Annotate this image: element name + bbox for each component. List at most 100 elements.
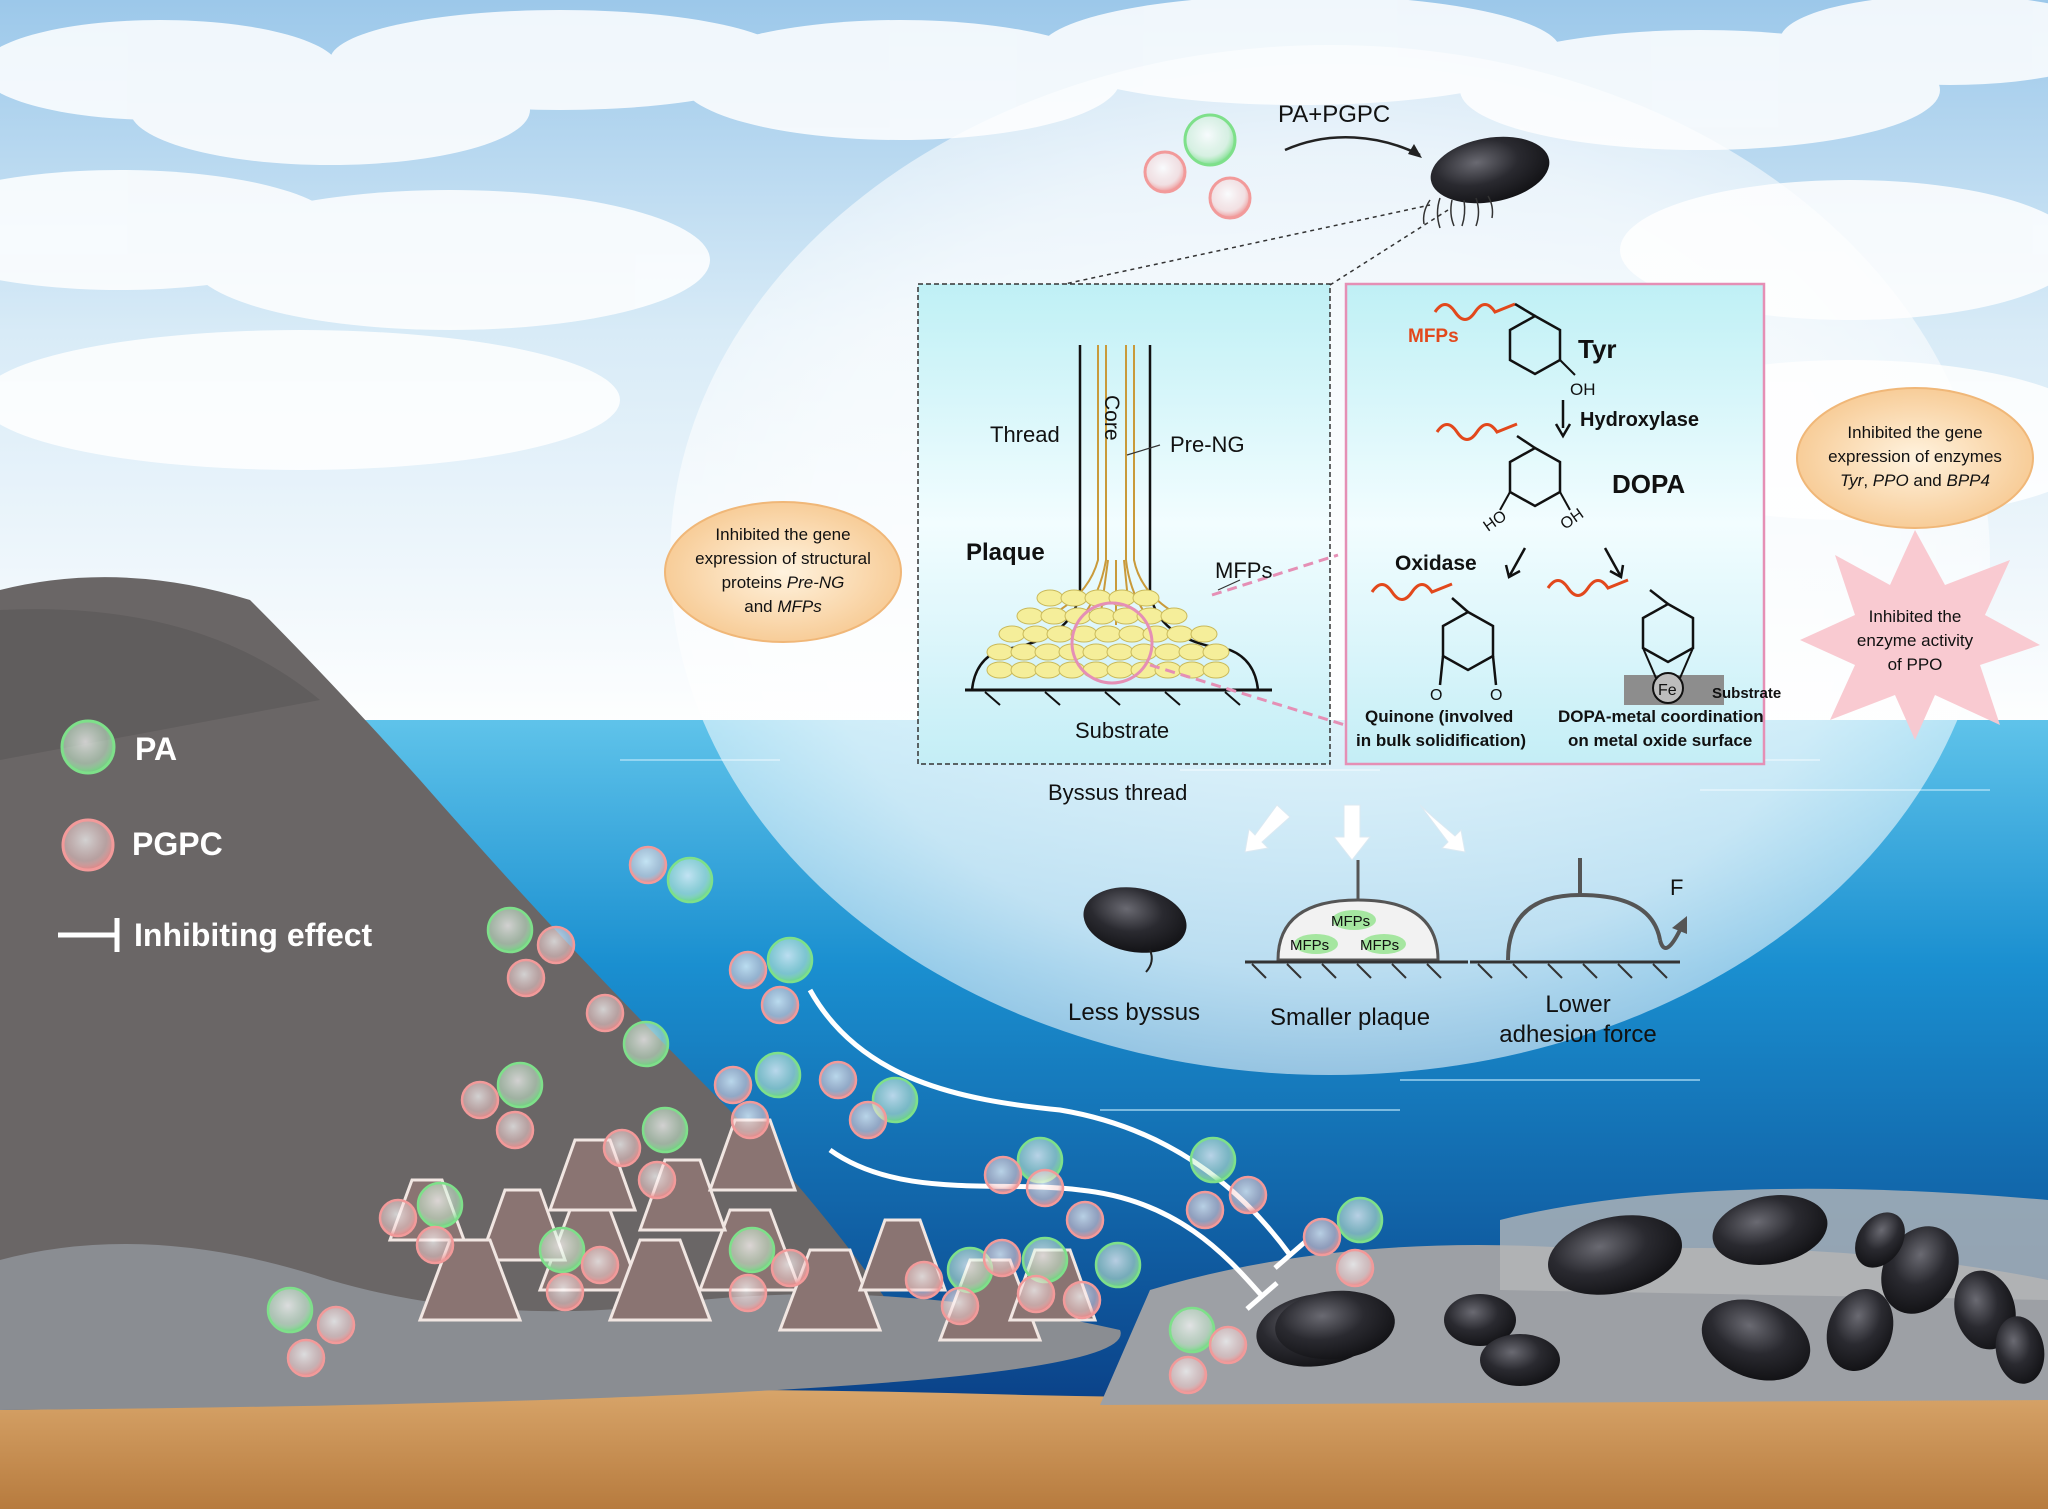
pgpc-bubble	[730, 1100, 770, 1140]
plaque-granule	[1202, 643, 1230, 661]
pa-bubble	[1094, 1241, 1142, 1289]
pgpc-bubble	[728, 950, 768, 990]
byssus-panel: Thread Core Pre-NG Plaque MFPs Substrate…	[917, 283, 1346, 805]
fe-atom	[1652, 672, 1684, 704]
plaque-granule	[1106, 643, 1134, 661]
plaque-granule	[1034, 643, 1062, 661]
pgpc-bubble	[1208, 176, 1252, 220]
plaque-mfps-label: MFPs	[1360, 937, 1399, 954]
pgpc-bubble	[585, 993, 625, 1033]
plaque-granule	[1166, 625, 1194, 643]
sand	[0, 1389, 2048, 1509]
pgpc-bubble	[1016, 1274, 1056, 1314]
tyr-label: Tyr	[1578, 334, 1617, 364]
pgpc-bubble	[770, 1248, 810, 1288]
substrate-label: Substrate	[1075, 718, 1169, 743]
pa-bubble	[496, 1061, 544, 1109]
mfps-label: MFPs	[1215, 558, 1272, 583]
pa-bubble	[538, 1226, 586, 1274]
plaque-mfps-label: MFPs	[1331, 913, 1370, 930]
adhesion-dome	[1506, 892, 1662, 961]
pgpc-bubble	[1185, 1190, 1225, 1230]
plaque-granule	[1118, 625, 1146, 643]
oh-label: OH	[1570, 380, 1596, 399]
pa-bubble	[1021, 1236, 1069, 1284]
pgpc-bubble	[545, 1272, 585, 1312]
pa-bubble	[1168, 1306, 1216, 1354]
plaque-granule	[1040, 607, 1068, 625]
plaque-granule	[1142, 625, 1170, 643]
mfps-chain-label: MFPs	[1408, 326, 1459, 347]
pgpc-bubble	[728, 1273, 768, 1313]
plaque-mfps-label: MFPs	[1290, 937, 1329, 954]
mussel-icon	[1430, 136, 1550, 204]
pgpc-bubble	[460, 1080, 500, 1120]
pa-bubble	[641, 1106, 689, 1154]
pgpc-bubble	[1302, 1217, 1342, 1257]
plaque-granule	[1036, 589, 1064, 607]
pgpc-bubble	[637, 1160, 677, 1200]
plaque-granule	[1154, 643, 1182, 661]
pgpc-bubble	[818, 1060, 858, 1100]
pgpc-bubble	[713, 1065, 753, 1105]
pa-bubble	[728, 1226, 776, 1274]
adhesion-force-label: adhesion force	[1499, 1021, 1656, 1048]
pre-ng-label: Pre-NG	[1170, 432, 1245, 457]
pgpc-bubble	[580, 1245, 620, 1285]
legend: PA PGPC Inhibiting effect	[58, 719, 373, 953]
pgpc-bubble	[378, 1198, 418, 1238]
pa-bubble	[666, 856, 714, 904]
plaque-granule	[1016, 607, 1044, 625]
pgpc-bubble	[1228, 1175, 1268, 1215]
core-label: Core	[1100, 395, 1123, 441]
star-burst	[1800, 530, 2040, 740]
bubbles	[266, 845, 1384, 1395]
dopa-label: DOPA	[1612, 469, 1685, 499]
plaque-label: Plaque	[966, 539, 1045, 566]
pgpc-bubble	[628, 845, 668, 885]
pgpc-bubble	[983, 1155, 1023, 1195]
plaque-granule	[1010, 661, 1038, 679]
chem-substrate-label: Substrate	[1712, 685, 1781, 702]
pgpc-bubble	[1143, 150, 1187, 194]
plaque-granule	[986, 661, 1014, 679]
plaque-granule	[1132, 589, 1160, 607]
byssus-panel-frame	[917, 283, 1331, 765]
callout-right-line1: Inhibited the gene	[1847, 423, 1982, 442]
legend-pa-label: PA	[135, 731, 177, 767]
pgpc-bubble	[1208, 1325, 1248, 1365]
pa-bubble	[1336, 1196, 1384, 1244]
callout-enzyme-activity: Inhibited the enzyme activity of PPO	[1800, 530, 2040, 740]
pgpc-bubble	[415, 1225, 455, 1265]
pgpc-bubble	[760, 985, 800, 1025]
thread-label: Thread	[990, 422, 1060, 447]
plaque-granule	[1022, 625, 1050, 643]
pa-bubble	[416, 1181, 464, 1229]
plaque-granule	[1046, 625, 1074, 643]
pa-bubble	[486, 906, 534, 954]
plaque-granule	[1034, 661, 1062, 679]
byssus-caption: Byssus thread	[1048, 780, 1187, 805]
lower-label: Lower	[1545, 991, 1610, 1018]
treatment-label: PA+PGPC	[1278, 101, 1390, 128]
arrow	[1284, 136, 1421, 157]
callout-right-line2: expression of enzymes	[1828, 447, 2002, 466]
chemistry-panel: MFPs Tyr OH Hydroxylase HO OH DOPA Oxida…	[1344, 282, 1781, 766]
fe-label: Fe	[1658, 682, 1677, 699]
callout-left-line3: proteins Pre-NG	[722, 573, 845, 592]
outcome-arrows	[1244, 804, 1466, 861]
plaque-granule	[1010, 643, 1038, 661]
benzene-ring	[1508, 314, 1562, 376]
callout-structural: Inhibited the gene expression of structu…	[664, 501, 902, 643]
plaque-granule	[1060, 589, 1088, 607]
plaque-granule	[1106, 661, 1134, 679]
hydroxylase-label: Hydroxylase	[1580, 409, 1699, 431]
pa-bubble	[622, 1020, 670, 1068]
coord-label-1: DOPA-metal coordination	[1558, 707, 1764, 726]
pgpc-bubble	[940, 1286, 980, 1326]
pgpc-bubble	[1065, 1200, 1105, 1240]
coord-label-2: on metal oxide surface	[1568, 731, 1752, 750]
top-treatment: PA+PGPC	[1059, 101, 1550, 286]
pgpc-bubble	[904, 1260, 944, 1300]
